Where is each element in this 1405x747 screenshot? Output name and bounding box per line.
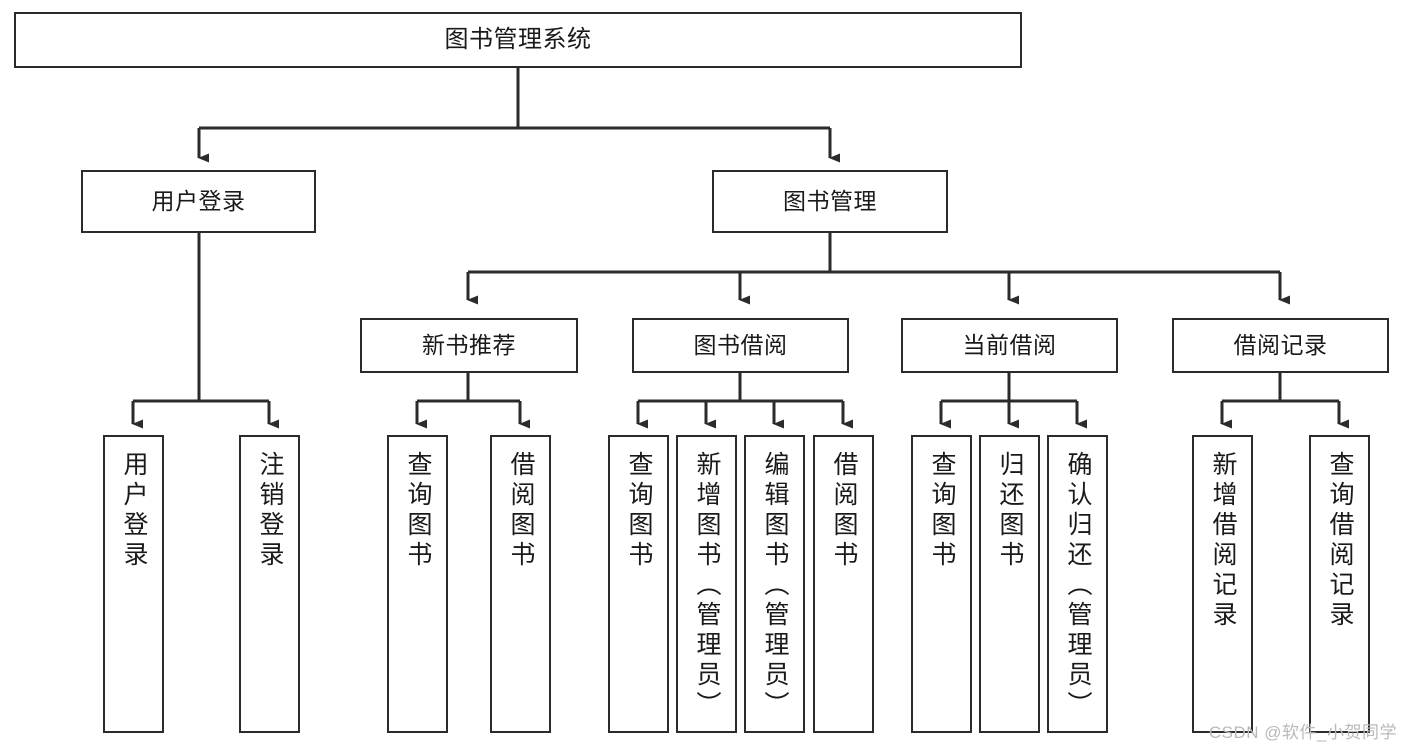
- node-label: 归还图书: [996, 451, 1024, 571]
- node-root-library-system[interactable]: 图书管理系统: [14, 12, 1022, 68]
- node-label: 查询图书: [928, 451, 956, 571]
- node-label: 新书推荐: [422, 331, 516, 358]
- node-label: 查询借阅记录: [1326, 451, 1354, 631]
- node-label: 图书管理: [783, 187, 877, 214]
- node-label: 新增图书（管理员）: [693, 451, 721, 721]
- node-current-borrow[interactable]: 当前借阅: [901, 318, 1118, 373]
- node-leaf-user-login[interactable]: 用户登录: [103, 435, 164, 733]
- node-book-borrow[interactable]: 图书借阅: [632, 318, 849, 373]
- node-new-book-recommend[interactable]: 新书推荐: [360, 318, 578, 373]
- node-borrow-record[interactable]: 借阅记录: [1172, 318, 1389, 373]
- node-label: 借阅记录: [1233, 331, 1328, 358]
- node-label: 图书管理系统: [444, 25, 592, 53]
- node-leaf-borrow-book-recommend[interactable]: 借阅图书: [490, 435, 551, 733]
- node-label: 注销登录: [256, 451, 284, 571]
- node-label: 用户登录: [151, 187, 246, 214]
- node-leaf-query-borrow-record[interactable]: 查询借阅记录: [1309, 435, 1370, 733]
- node-leaf-query-book-borrow[interactable]: 查询图书: [608, 435, 669, 733]
- node-label: 新增借阅记录: [1209, 451, 1237, 631]
- node-label: 图书借阅: [693, 331, 788, 358]
- csdn-watermark: CSDN @软件_小贺同学: [1208, 723, 1397, 742]
- node-user-login[interactable]: 用户登录: [81, 170, 316, 233]
- node-label: 用户登录: [120, 451, 148, 571]
- node-leaf-add-book[interactable]: 新增图书（管理员）: [676, 435, 737, 733]
- node-leaf-return-book[interactable]: 归还图书: [979, 435, 1040, 733]
- node-label: 查询图书: [404, 451, 432, 571]
- node-leaf-borrow-book[interactable]: 借阅图书: [813, 435, 874, 733]
- node-label: 确认归还（管理员）: [1064, 451, 1092, 721]
- node-leaf-edit-book[interactable]: 编辑图书（管理员）: [744, 435, 805, 733]
- node-label: 编辑图书（管理员）: [761, 451, 789, 721]
- node-book-management[interactable]: 图书管理: [712, 170, 948, 233]
- node-label: 借阅图书: [830, 451, 858, 571]
- node-leaf-query-book-recommend[interactable]: 查询图书: [387, 435, 448, 733]
- node-label: 查询图书: [625, 451, 653, 571]
- node-label: 借阅图书: [507, 451, 535, 571]
- node-leaf-add-borrow-record[interactable]: 新增借阅记录: [1192, 435, 1253, 733]
- node-leaf-confirm-return[interactable]: 确认归还（管理员）: [1047, 435, 1108, 733]
- node-leaf-logout[interactable]: 注销登录: [239, 435, 300, 733]
- node-label: 当前借阅: [962, 331, 1057, 358]
- node-leaf-query-book-current[interactable]: 查询图书: [911, 435, 972, 733]
